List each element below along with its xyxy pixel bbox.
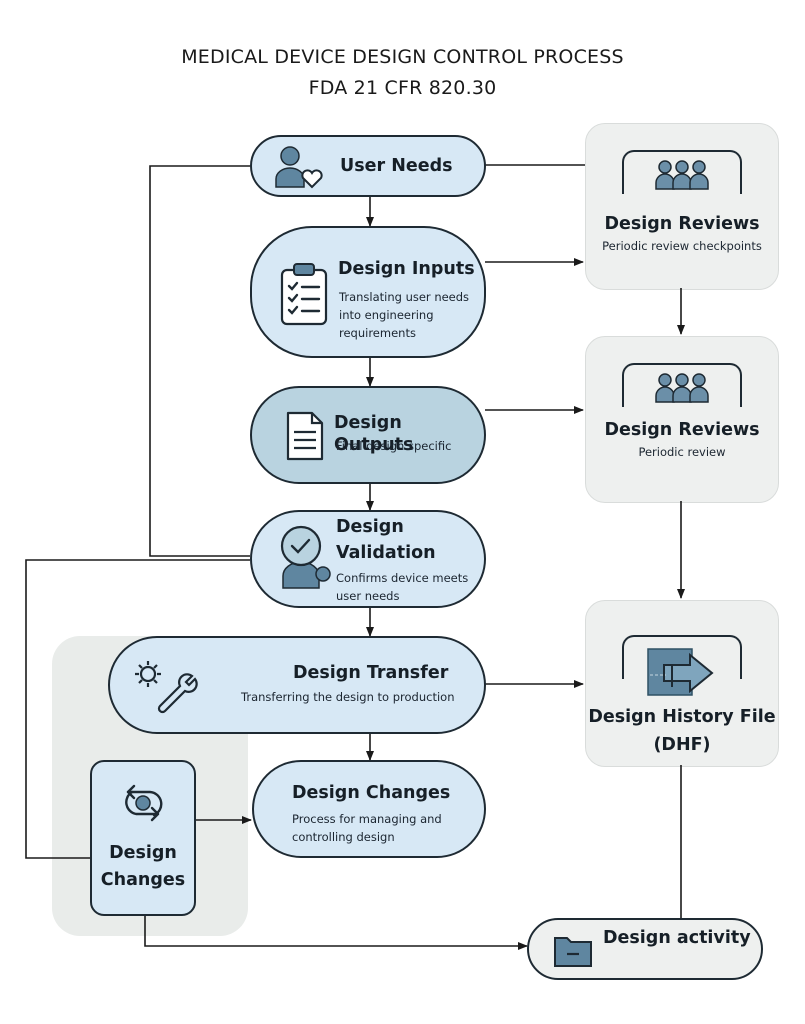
file-arrow-icon [647, 648, 714, 696]
node-description: Translating user needs [339, 290, 470, 304]
node-title: Design [109, 843, 177, 863]
design-outputs-node[interactable]: Design Outputs Final design specific [250, 386, 486, 484]
page-title: MEDICAL DEVICE DESIGN CONTROL PROCESS [181, 46, 624, 68]
gear-wrench-icon [135, 661, 198, 714]
design-activity-node[interactable]: Design activity [527, 918, 763, 980]
document-icon [286, 411, 324, 461]
node-title: Validation [336, 543, 436, 563]
design-transfer-node[interactable]: Design Transfer Transferring the design … [108, 636, 486, 734]
design-validation-node[interactable]: Design Validation Confirms device meets … [250, 510, 486, 608]
design-changes-side-node[interactable]: Design Changes [90, 760, 196, 916]
node-title: Design activity [603, 928, 751, 948]
node-title: User Needs [340, 156, 453, 176]
node-description: Confirms device meets [336, 571, 469, 585]
clipboard-checklist-icon [280, 263, 328, 326]
node-title: Design Transfer [293, 663, 449, 683]
user-needs-node[interactable]: User Needs [250, 135, 486, 197]
page-subtitle: FDA 21 CFR 820.30 [308, 77, 497, 99]
node-description: Transferring the design to production [241, 690, 455, 704]
card-title: Design Reviews [604, 214, 760, 234]
card-subtitle: Periodic review [638, 445, 726, 459]
node-description: Process for managing and [292, 812, 442, 826]
node-description: requirements [339, 326, 416, 340]
design-history-file-card[interactable]: Design History File (DHF) [585, 600, 779, 767]
card-subtitle: Periodic review checkpoints [602, 239, 762, 253]
team-icon [655, 160, 709, 190]
team-icon [655, 373, 709, 403]
user-heart-icon [275, 146, 323, 189]
design-reviews-card-2[interactable]: Design Reviews Periodic review [585, 336, 779, 503]
card-title: Design Reviews [604, 420, 760, 440]
node-title: Design Outputs [334, 413, 414, 455]
node-title: Design Changes [292, 783, 451, 803]
design-changes-main-node[interactable]: Design Changes Process for managing and … [252, 760, 486, 858]
node-title: Design Inputs [338, 259, 475, 279]
node-title: Design [336, 517, 404, 537]
card-bracket [622, 635, 742, 679]
node-description: into engineering [339, 308, 434, 322]
card-title: (DHF) [653, 735, 711, 755]
node-description: controlling design [292, 830, 395, 844]
card-bracket [622, 150, 742, 194]
user-check-icon [280, 525, 331, 589]
cycle-arrows-icon [125, 784, 163, 822]
card-bracket [622, 363, 742, 407]
card-title: Design History File [588, 707, 776, 727]
design-inputs-node[interactable]: Design Inputs Translating user needs int… [250, 226, 486, 358]
folder-icon [554, 937, 592, 967]
node-description: Final design specific [336, 439, 452, 453]
node-description: user needs [336, 589, 400, 603]
node-title: Changes [100, 870, 186, 890]
design-reviews-card-1[interactable]: Design Reviews Periodic review checkpoin… [585, 123, 779, 290]
